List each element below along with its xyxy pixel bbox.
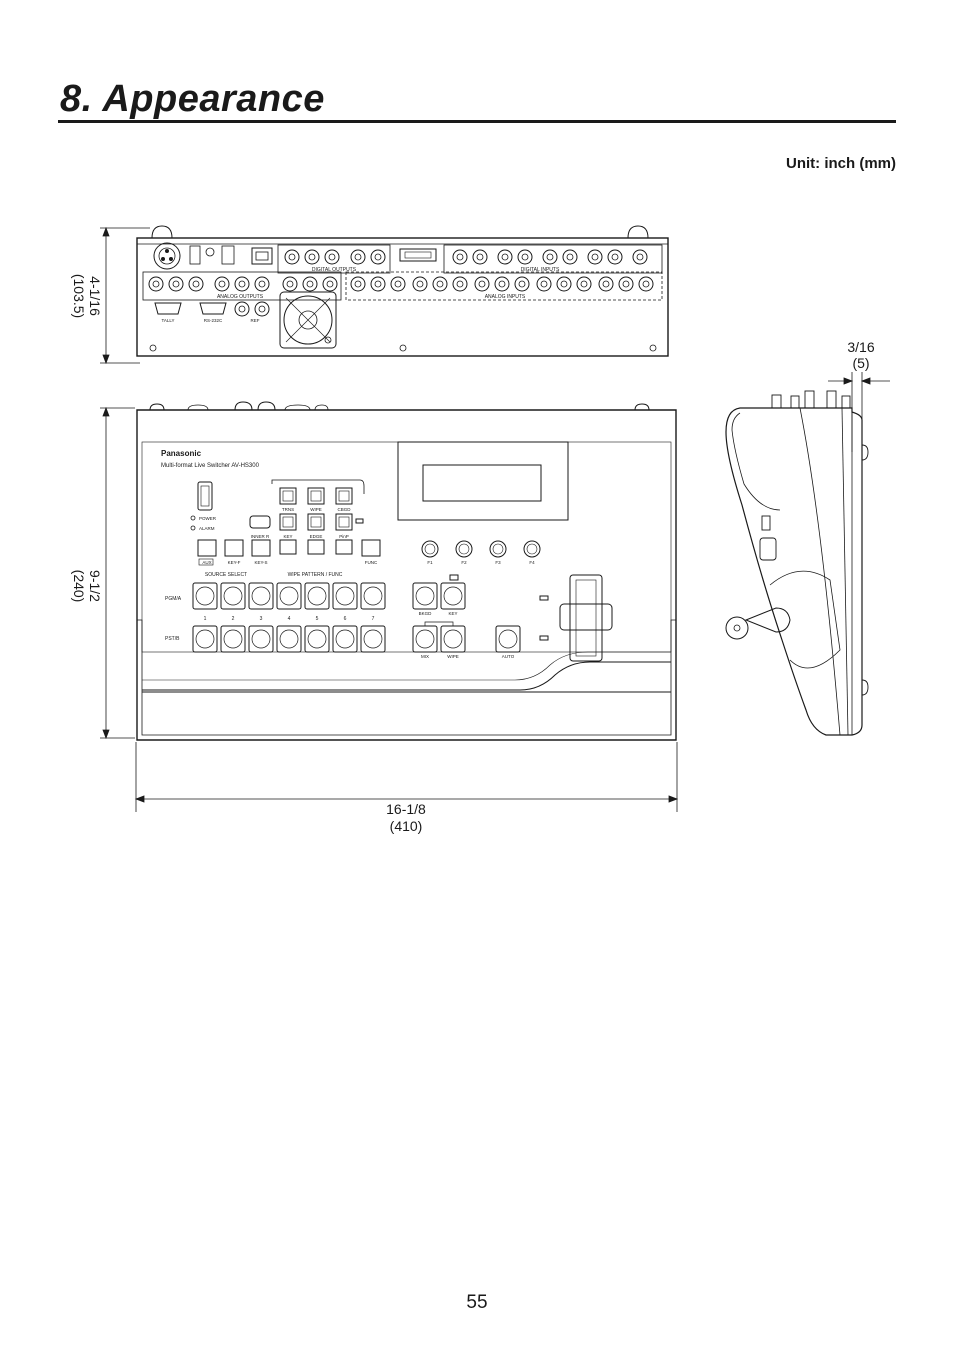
key-fill-label: KEY-F (228, 560, 241, 565)
key-s-label: KEY-S (254, 560, 267, 565)
wipe-pattern-label: WIPE PATTERN / FUNC (288, 572, 343, 578)
bnc-row-analog-outputs (148, 276, 338, 292)
f4-label: F4 (529, 560, 535, 565)
knob-inch: 3/16 (847, 339, 874, 355)
rear-analog-inputs-label: ANALOG INPUTS (485, 294, 526, 300)
f-knobs (421, 540, 541, 558)
rear-tally-label: TALLY (161, 318, 174, 323)
width-mm: (410) (390, 818, 423, 834)
rear-rs232c-label: RS-232C (204, 318, 223, 323)
rear-height-dimension (100, 226, 150, 365)
rear-ref-label: REF (251, 318, 260, 323)
pgm-row-buttons (192, 582, 386, 610)
next-transition-buttons (412, 574, 521, 653)
depth-inch: 9-1/2 (87, 570, 103, 602)
source-number-6: 6 (344, 616, 347, 622)
rear-height-inch: 4-1/16 (87, 276, 103, 316)
knob-height-dimension (828, 372, 890, 452)
width-dimension (134, 742, 679, 812)
rear-digital-inputs-label: DIGITAL INPUTS (521, 267, 560, 273)
top-view: Panasonic Multi-format Live Switcher AV-… (136, 401, 677, 741)
func-label: FUNC (365, 560, 378, 565)
rear-height-mm: (103.5) (71, 274, 87, 318)
fader-lever (539, 574, 613, 662)
source-number-3: 3 (260, 616, 263, 622)
source-select-label: SOURCE SELECT (205, 572, 247, 578)
aux-label: AUX (202, 560, 211, 565)
side-view (725, 390, 869, 736)
pinp-label: PinP (339, 534, 349, 539)
f3-label: F3 (495, 560, 501, 565)
pgm-a-label: PGM/A (165, 596, 182, 602)
unit-label: Unit: inch (mm) (786, 155, 896, 172)
brand-logo-text: Panasonic (161, 449, 202, 458)
page-number: 55 (466, 1292, 488, 1313)
trans-label: TRNS (282, 507, 294, 512)
source-number-4: 4 (288, 616, 291, 622)
depth-dimension (100, 406, 135, 740)
depth-mm: (240) (71, 570, 87, 603)
source-number-2: 2 (232, 616, 235, 622)
bnc-row-analog-inputs (350, 276, 654, 292)
f1-label: F1 (427, 560, 433, 565)
pst-b-label: PST/B (165, 636, 180, 642)
bkgd-label: BKGD (419, 611, 433, 616)
key-label: KEY (283, 534, 292, 539)
rear-digital-outputs-label: DIGITAL OUTPUTS (312, 267, 357, 273)
mix-label: MIX (421, 654, 429, 659)
pst-row-buttons (192, 625, 386, 653)
bnc-row-digital-inputs (452, 249, 648, 265)
model-name: Multi-format Live Switcher AV-HS300 (161, 463, 260, 469)
cbgd-label: CBGD (337, 507, 351, 512)
func-buttons (197, 539, 381, 566)
edge-label: EDGE (310, 534, 323, 539)
title-rule (58, 120, 896, 123)
page-title: 8. Appearance (60, 78, 325, 120)
alarm-label: ALARM (199, 526, 215, 531)
rear-analog-outputs-label: ANALOG OUTPUTS (217, 294, 264, 300)
auto-label: AUTO (502, 654, 515, 659)
source-number-1: 1 (204, 616, 207, 622)
wipe-label: WIPE (310, 507, 322, 512)
key-next-label: KEY (448, 611, 457, 616)
wipe-mix-label: WIPE (447, 654, 459, 659)
source-number-5: 5 (316, 616, 319, 622)
f2-label: F2 (461, 560, 467, 565)
rear-view: DIGITAL OUTPUTS DIGITAL INPUTS ANA (136, 225, 669, 357)
transition-buttons (249, 487, 364, 555)
inner-r-label: INNER R (251, 534, 270, 539)
bnc-row-outputs (284, 249, 386, 265)
width-inch: 16-1/8 (386, 801, 426, 817)
source-number-7: 7 (372, 616, 375, 622)
knob-mm: (5) (852, 355, 869, 371)
power-label: POWER (199, 516, 217, 521)
